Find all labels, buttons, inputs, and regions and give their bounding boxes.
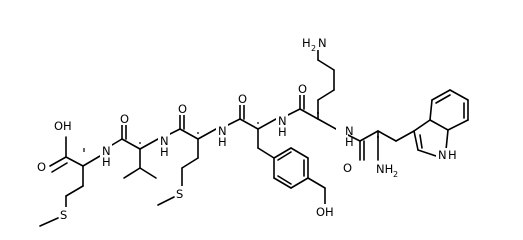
- label-sub-trp: 2: [393, 170, 398, 179]
- label-o-tyr: O: [238, 92, 247, 106]
- label-n-lys: N: [345, 124, 354, 138]
- label-s-met1: S: [60, 208, 67, 222]
- label-n-indole: N: [438, 148, 447, 162]
- label-s-met2: S: [176, 187, 183, 201]
- label-nh2-trp: NH: [376, 162, 393, 176]
- label-n-met1: N: [102, 144, 111, 158]
- label-o-val: O: [120, 112, 129, 126]
- label-n-val: N: [160, 134, 169, 148]
- stereo-hash-bonds: [83, 112, 379, 152]
- label-oh-tyr: OH: [316, 205, 334, 219]
- label-h-tyr: H: [278, 125, 287, 139]
- label-h-val: H: [160, 145, 169, 159]
- label-h-met2: H: [218, 135, 227, 149]
- atom-labels: OH O S N H O N H O S N H O OH: [35, 34, 457, 222]
- label-oh-acid: OH: [54, 119, 72, 133]
- label-o-met2: O: [178, 102, 187, 116]
- label-o-acid: O: [37, 160, 46, 174]
- label-n-tyr: N: [278, 114, 287, 128]
- label-sub-lys-amine: 2: [311, 44, 316, 53]
- label-h-met1: H: [102, 155, 111, 169]
- label-h-indole: H: [448, 148, 457, 162]
- bond-skeleton: [39, 49, 469, 227]
- label-n-lys-amine: N: [318, 36, 327, 50]
- label-h-lys-amine: H: [302, 36, 311, 50]
- label-n-met2: N: [218, 124, 227, 138]
- label-o-trp: O: [343, 161, 352, 175]
- label-o-lys: O: [298, 82, 307, 96]
- label-h-lys: H: [345, 135, 354, 149]
